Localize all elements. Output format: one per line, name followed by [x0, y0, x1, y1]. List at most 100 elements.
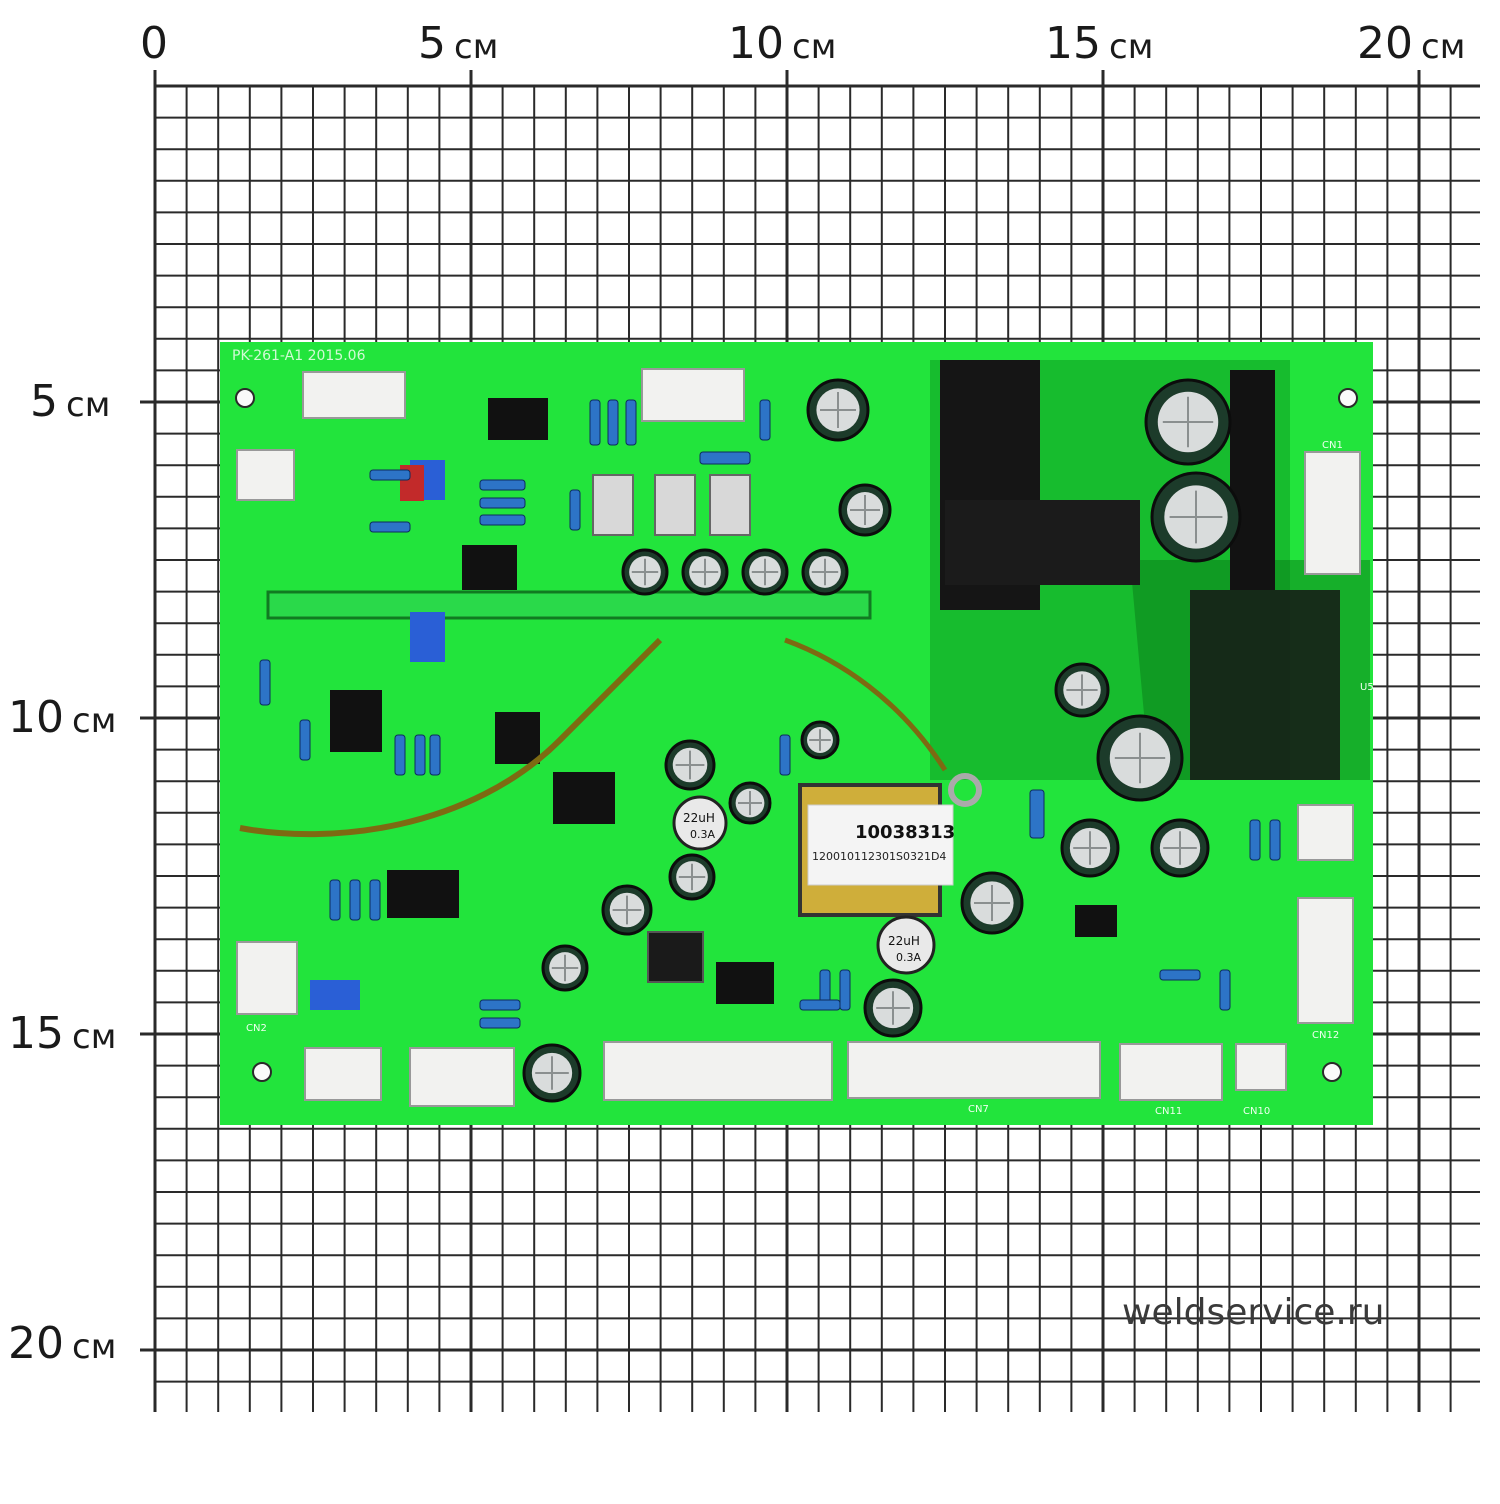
resistor — [349, 879, 361, 921]
watermark-text: weldservice.ru — [1122, 1292, 1385, 1333]
electrolytic-capacitor — [741, 548, 789, 596]
resistor — [369, 879, 381, 921]
capacitor-vent — [1114, 732, 1166, 784]
ruler-number: 15 — [1045, 18, 1101, 69]
ic-chip — [330, 690, 382, 752]
electrolytic-capacitor — [541, 944, 589, 992]
ruler-unit: см — [72, 1017, 117, 1057]
resistor — [479, 514, 526, 526]
ruler-unit: см — [792, 27, 837, 67]
resistor — [1269, 819, 1281, 861]
resistor — [839, 969, 851, 1011]
capacitor-vent — [612, 895, 642, 925]
resistor — [1029, 789, 1045, 839]
resistor — [1219, 969, 1231, 1011]
capacitor-vent — [1163, 831, 1197, 865]
resistor — [414, 734, 426, 776]
resistor — [394, 734, 406, 776]
electrolytic-capacitor — [1096, 714, 1184, 802]
connector — [1304, 451, 1361, 575]
capacitor-vent — [1066, 674, 1098, 706]
electrolytic-capacitor — [838, 483, 892, 537]
connector-label: CN10 — [1243, 1106, 1270, 1117]
capacitor-vent — [876, 991, 910, 1025]
ground-wire — [239, 637, 663, 838]
sticker-code: 120010112301S0321D4 — [812, 850, 946, 863]
voltage-regulator — [709, 474, 751, 536]
ic-chip — [462, 545, 517, 590]
ic-chip — [553, 772, 615, 824]
electrolytic-capacitor — [960, 871, 1024, 935]
electrolytic-capacitor — [1150, 818, 1210, 878]
ruler-unit: см — [72, 701, 117, 741]
connector — [847, 1041, 1101, 1099]
ic-chip — [495, 712, 540, 764]
inductor — [876, 915, 936, 975]
electrolytic-capacitor — [601, 884, 653, 936]
ring-terminal — [948, 773, 982, 807]
electrolytic-capacitor — [1150, 471, 1242, 563]
resistor — [479, 1017, 521, 1029]
inductor-label: 0.3A — [690, 828, 715, 841]
connector — [1297, 804, 1354, 861]
resistor — [369, 469, 411, 481]
resistor — [479, 479, 526, 491]
capacitor-vent — [1169, 490, 1223, 544]
resistor — [625, 399, 637, 446]
ic-chip — [716, 962, 774, 1004]
connector — [304, 1047, 382, 1101]
electrolytic-capacitor — [522, 1043, 582, 1103]
capacitor-vent — [809, 729, 831, 751]
connector-label: CN1 — [1322, 440, 1343, 451]
inductor — [672, 795, 728, 851]
electrolytic-capacitor — [668, 853, 716, 901]
electrolytic-capacitor — [801, 548, 849, 596]
resistor — [299, 719, 311, 761]
ruler-number: 20 — [1357, 18, 1413, 69]
ruler-number: 10 — [728, 18, 784, 69]
resistor — [1159, 969, 1201, 981]
capacitor-vent — [751, 558, 779, 586]
trimmer — [410, 612, 445, 662]
electrolytic-capacitor — [664, 739, 716, 791]
voltage-regulator — [647, 931, 704, 983]
resistor — [329, 879, 341, 921]
connector-label: CN12 — [1312, 1030, 1339, 1041]
inductor-label: 22uH — [683, 811, 715, 825]
resistor — [369, 521, 411, 533]
pcb-board: 10038313 120010112301S0321D4 22uH 0.3A 2… — [220, 342, 1374, 1125]
ruler-number: 20 — [8, 1318, 64, 1369]
capacitor-vent — [551, 954, 579, 982]
ruler-number: 5 — [30, 376, 58, 427]
ruler-unit: см — [1109, 27, 1154, 67]
daughter-board — [266, 590, 872, 620]
inductor-label: 0.3A — [896, 951, 921, 964]
resistor — [569, 489, 581, 531]
capacitor-vent — [675, 750, 705, 780]
mounting-hole — [1338, 388, 1358, 408]
resistor — [479, 497, 526, 509]
connector — [641, 368, 745, 422]
capacitor-vent — [974, 885, 1010, 921]
transformer-sticker — [807, 804, 954, 886]
mounting-hole — [252, 1062, 272, 1082]
electrolytic-capacitor — [1054, 662, 1110, 718]
resistor — [429, 734, 441, 776]
ic-chip — [488, 398, 548, 440]
capacitor-vent — [738, 791, 762, 815]
connector — [1119, 1043, 1223, 1101]
resistor — [1249, 819, 1261, 861]
ruler-number: 5 — [418, 18, 446, 69]
resistor — [799, 999, 841, 1011]
mounting-hole — [235, 388, 255, 408]
heatsink — [945, 500, 1140, 585]
connector — [236, 449, 295, 501]
electrolytic-capacitor — [806, 378, 870, 442]
